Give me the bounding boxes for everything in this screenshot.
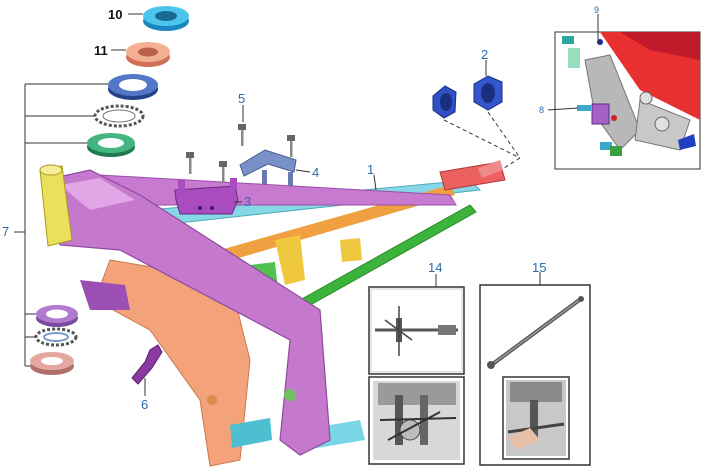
callout-7-bracket (14, 83, 108, 367)
upper-bearing-race (108, 74, 158, 100)
part-6-small-bracket (131, 344, 163, 385)
part-4-bracket (239, 149, 297, 186)
upper-ball-bearing (93, 104, 145, 128)
callout-3: 3 (244, 194, 251, 209)
leader-lines (111, 13, 599, 396)
callout-10: 10 (108, 7, 122, 22)
callout-1: 1 (367, 162, 374, 177)
part-4-bolts (238, 124, 295, 157)
part-10-top-nut (143, 6, 189, 31)
callout-15: 15 (532, 260, 546, 275)
callout-6: 6 (141, 397, 148, 412)
bearing-stack-lower (30, 305, 78, 375)
lower-purple-race (36, 305, 78, 327)
callout-2: 2 (481, 47, 488, 62)
tool-15-panel (479, 284, 591, 466)
lower-salmon-race (30, 352, 74, 375)
callout-7: 7 (2, 224, 9, 239)
lower-ball-bearing (34, 327, 78, 347)
part-11-adjust-nut (126, 42, 170, 67)
callout-11: 11 (94, 43, 108, 58)
tool-14-panel (368, 286, 465, 465)
bearing-stack-upper (87, 6, 189, 157)
part-2-end-caps (432, 75, 503, 119)
callout-9: 9 (594, 5, 599, 15)
detail-inset-8-9 (554, 31, 701, 170)
callout-14: 14 (428, 260, 442, 275)
callout-5: 5 (238, 91, 245, 106)
upper-teal-race (87, 133, 135, 157)
callout-4: 4 (312, 165, 319, 180)
callout-8: 8 (539, 105, 544, 115)
part-3-bolts (186, 152, 227, 183)
part-2-dashed-leaders (443, 111, 521, 169)
part-3-engine-bracket (174, 178, 239, 215)
